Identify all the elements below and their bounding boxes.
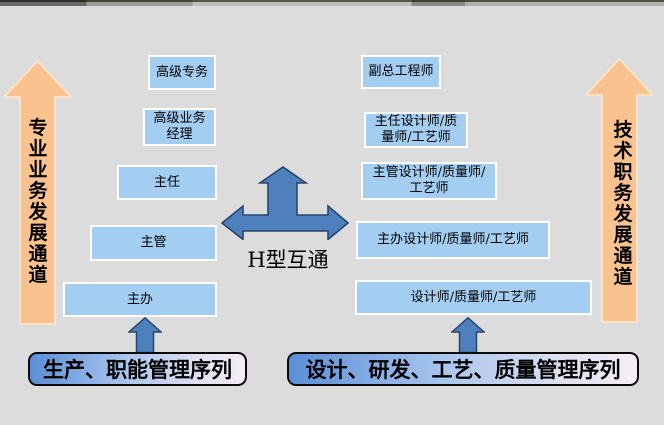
right-channel-up-arrow-icon [585,58,654,323]
right-level-box-2: 主任设计师/质 量师/工艺师 [364,112,468,148]
right-level-box-3: 主管设计师/质量师/ 工艺师 [361,162,497,200]
h-interchange-arrow-icon [221,166,349,240]
right-level-box-4: 主办设计师/质量师/工艺师 [356,221,550,259]
left-level-box-3: 主任 [117,165,217,200]
left-level-box-5: 主办 [63,282,217,317]
window-edge [0,0,664,6]
right-channel-label: 技术职务发展通道 [613,119,633,288]
left-level-box-4: 主管 [90,225,217,261]
left-level-box-2: 高级业务 经理 [143,108,216,146]
left-channel-label: 专业业务发展通道 [28,117,48,286]
right-level-box-1: 副总工程师 [361,55,441,89]
h-interchange-label: H型互通 [247,248,329,272]
left-up-arrow-icon [128,317,162,353]
right-series-box: 设计、研发、工艺、质量管理序列 [287,352,639,386]
right-up-arrow-icon [451,317,485,353]
left-channel-up-arrow-icon [3,60,72,325]
right-level-box-5: 设计师/质量师/工艺师 [355,280,592,315]
left-level-box-1: 高级专务 [148,55,216,90]
left-series-box: 生产、职能管理序列 [28,352,247,386]
